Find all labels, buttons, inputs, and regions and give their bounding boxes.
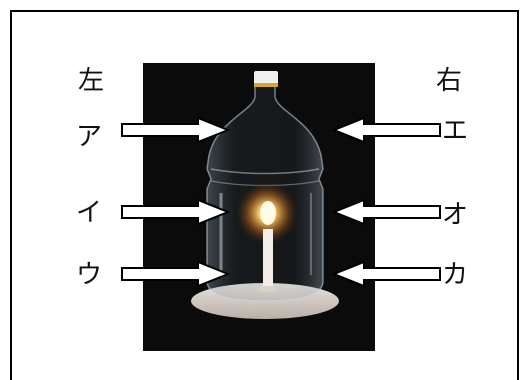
arrow-ka-block-arrow-icon [331, 260, 441, 288]
bottle-ridge [210, 168, 320, 175]
bottle-cap-ring [254, 83, 278, 87]
label-ka: カ [442, 260, 469, 290]
label-e: エ [442, 116, 469, 146]
left-heading: 左 [78, 66, 105, 96]
label-o: オ [442, 200, 469, 230]
arrow-i-block-arrow-icon [121, 198, 231, 226]
label-u: ウ [76, 260, 103, 290]
flame [260, 201, 276, 225]
bottle-cap [254, 71, 278, 85]
arrow-o-block-arrow-icon [331, 198, 441, 226]
candle-foot [258, 286, 278, 292]
right-heading: 右 [436, 66, 463, 96]
arrow-e-block-arrow-icon [331, 116, 441, 144]
candle-icon [263, 229, 273, 289]
arrow-a-block-arrow-icon [121, 116, 231, 144]
arrow-u-block-arrow-icon [121, 260, 231, 288]
label-a: ア [76, 122, 103, 152]
label-i: イ [76, 198, 103, 228]
